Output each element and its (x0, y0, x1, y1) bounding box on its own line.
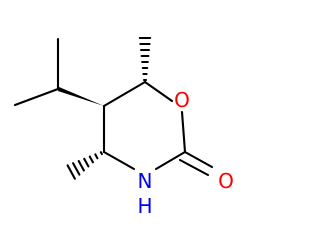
structure-canvas: O O N H (13, 36, 234, 218)
bond-c2-o1 (180, 110, 187, 154)
ring-oxygen-label: O (174, 88, 190, 112)
bond-isopropyl-ch3-left (13, 87, 60, 107)
bond-carbonyl-1 (183, 150, 214, 169)
bond-c6-c5 (102, 80, 147, 108)
chemical-structure: O O N H (13, 36, 234, 218)
wedge-bond-isopropyl (58, 87, 104, 106)
hashed-bond-c4-methyl (66, 151, 103, 180)
bond-c4-n3 (102, 150, 136, 171)
ring-nitrogen-label: N (138, 169, 153, 193)
bond-o1-c6 (143, 80, 174, 103)
hashed-bond-c6-methyl (138, 36, 152, 82)
bond-carbonyl-2 (178, 158, 210, 177)
nitrogen-hydrogen-label: H (137, 194, 152, 218)
carbonyl-oxygen-label: O (218, 169, 234, 193)
bond-n3-c2 (154, 150, 187, 171)
